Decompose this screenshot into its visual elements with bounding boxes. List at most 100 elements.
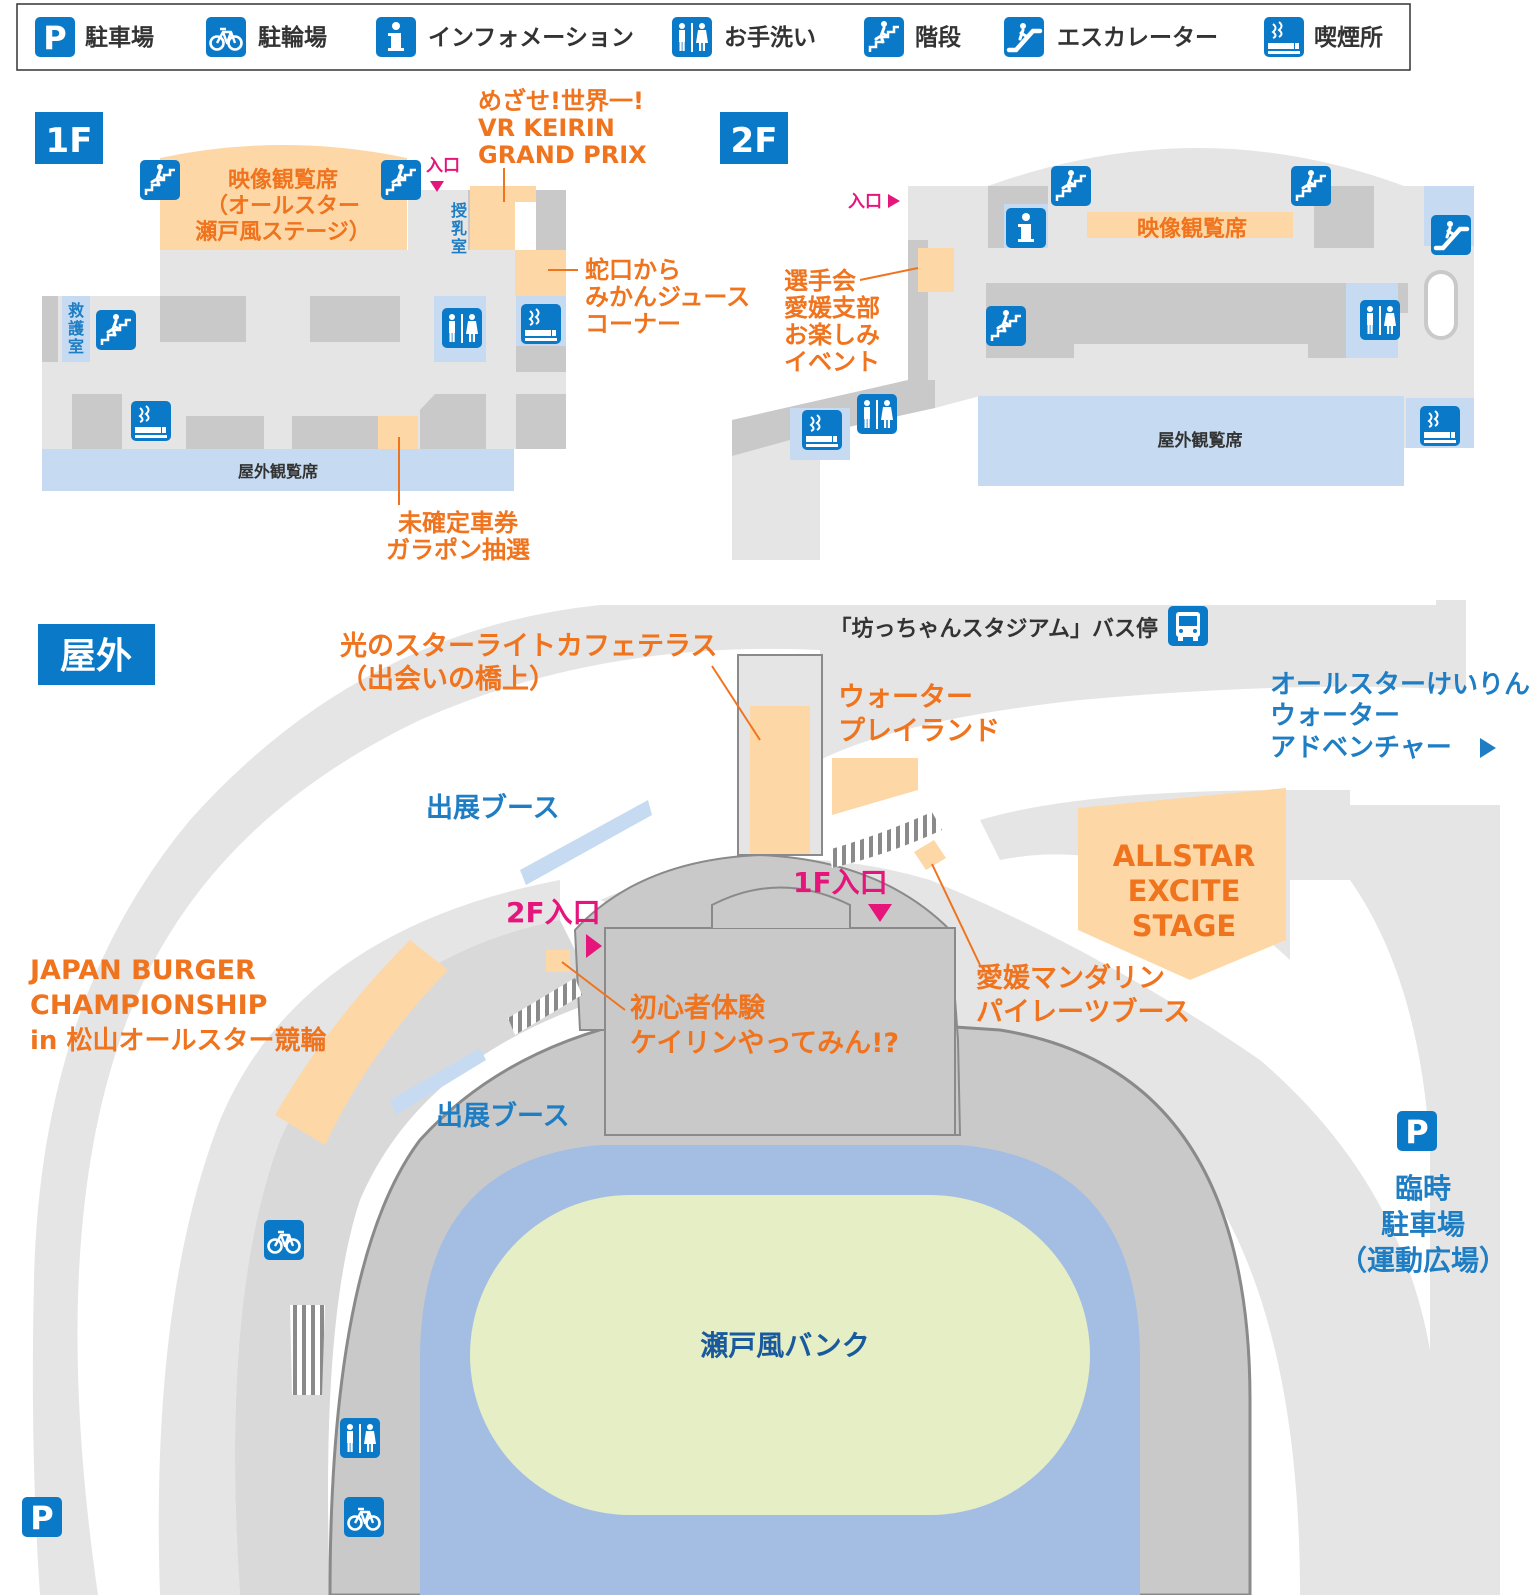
smoking-icon: [1419, 405, 1461, 447]
parking-icon: [1397, 1111, 1437, 1151]
smoking-icon: [801, 409, 843, 451]
escalator-icon: [1004, 17, 1044, 57]
stairs-icon: [984, 304, 1028, 348]
allstar-stage-line3: STAGE: [1132, 909, 1236, 943]
first-aid-char2: 護: [68, 319, 85, 338]
booth-south-label: 出展ブース: [436, 1100, 570, 1132]
bicycle-icon: [204, 15, 248, 59]
stairs-icon: [94, 308, 138, 352]
first-aid-char1: 救: [68, 301, 84, 320]
viewing-seats-2f-label: 映像観覧席: [1137, 216, 1247, 242]
escalator-icon: [1431, 215, 1471, 255]
burger-line2: CHAMPIONSHIP: [30, 990, 267, 1021]
first-aid-char3: 室: [68, 337, 84, 356]
legend-parking: 駐車場: [35, 17, 154, 57]
nursing-room-char2: 乳: [451, 219, 467, 238]
floor-2f-tag: 2F: [731, 121, 778, 161]
cafe-terrace-line1: 光のスターライトカフェテラス: [339, 631, 717, 662]
vr-event-line1: めざせ!世界一!: [478, 87, 644, 115]
burger-line1: JAPAN BURGER: [28, 955, 256, 986]
bus-icon: [1168, 606, 1208, 646]
burger-area: [275, 940, 448, 1145]
restroom-icon: [1360, 300, 1400, 340]
water-playland-area: [832, 758, 918, 815]
mandarin-booth-line1: 愛媛マンダリン: [976, 962, 1165, 994]
lottery-line1: 未確定車券: [398, 509, 519, 537]
bank-label: 瀬戸風バンク: [700, 1329, 869, 1362]
bicycle-icon: [342, 1495, 386, 1539]
legend-smoking: 喫煙所: [1263, 16, 1383, 58]
water-adventure-line1: オールスターけいりん: [1270, 670, 1530, 700]
restroom-icon: [442, 308, 482, 348]
outdoor-seats-2f: [978, 396, 1404, 486]
smoking-icon: [130, 400, 172, 442]
viewing-seats-1f-line1: 映像観覧席: [228, 167, 338, 193]
smoking-icon: [1263, 16, 1305, 58]
floor-1f-tag: 1F: [46, 121, 93, 161]
legend-label: お手洗い: [724, 25, 816, 51]
restroom-icon: [857, 394, 897, 434]
temp-parking-line3: （運動広場）: [1339, 1244, 1507, 1277]
cafe-terrace-line2: （出会いの橋上）: [340, 664, 556, 695]
cafe-terrace-area: [750, 706, 810, 854]
water-adventure-line3: アドベンチャー: [1270, 733, 1452, 763]
allstar-stage-line1: ALLSTAR: [1113, 839, 1256, 873]
beginner-line2: ケイリンやってみん!?: [630, 1028, 899, 1059]
juice-corner-line2: みかんジュース: [585, 283, 750, 311]
outdoor-seats-2f-label: 屋外観覧席: [1158, 430, 1243, 451]
floor-1f-tag-bg: [35, 112, 103, 164]
floor-2f-map: 2F 屋外観覧席 映像観覧席 入口 選手会 愛媛支部 お楽しみ イベント: [720, 112, 1474, 560]
booth-north-label: 出展ブース: [426, 792, 560, 824]
legend-label: インフォメーション: [428, 25, 634, 51]
legend-label: 駐輪場: [258, 24, 327, 51]
temp-parking-line1: 臨時: [1395, 1172, 1451, 1205]
booth-north-area: [520, 800, 652, 885]
vr-event-line3: GRAND PRIX: [478, 141, 647, 169]
restroom-icon: [672, 17, 712, 57]
smoking-icon: [520, 303, 562, 345]
viewing-seats-2f: [1087, 212, 1293, 238]
entrance-2f-label: 入口: [848, 192, 882, 212]
outdoor-seats-1f-label: 屋外観覧席: [238, 462, 318, 481]
entrance-2f-outdoor-arrow: [586, 934, 602, 958]
water-playland-line1: ウォーター: [838, 682, 973, 713]
viewing-seats-1f: [160, 145, 407, 250]
stairs-icon: [1289, 164, 1333, 208]
legend-bicycle: 駐輪場: [204, 15, 327, 59]
floor-2f-tag-bg: [720, 112, 788, 164]
legend-label: 喫煙所: [1314, 25, 1383, 51]
entrance-2f-arrow: [888, 194, 900, 208]
information-icon: [1006, 208, 1046, 248]
bank-field: [470, 1195, 1090, 1515]
entrance-1f-outdoor-label: 1F入口: [793, 866, 888, 899]
legend-stairs: 階段: [862, 15, 961, 59]
entrance-1f-arrow: [430, 181, 444, 192]
parking-icon: [22, 1497, 62, 1537]
player-event-line1: 選手会: [784, 267, 856, 295]
water-adventure-arrow: [1480, 738, 1496, 758]
bus-stop-label: 「坊っちゃんスタジアム」バス停: [830, 616, 1158, 642]
allstar-stage-area: [1078, 788, 1286, 980]
water-adventure-line2: ウォーター: [1270, 701, 1400, 731]
entrance-1f-label: 入口: [426, 156, 460, 176]
mandarin-booth-line2: パイレーツブース: [976, 996, 1190, 1028]
stairs-icon: [379, 158, 423, 202]
juice-corner-line1: 蛇口から: [585, 256, 681, 284]
outdoor-tag: 屋外: [60, 636, 132, 677]
nursing-room-char3: 室: [451, 237, 467, 256]
player-event-line3: お楽しみ: [784, 321, 880, 349]
stairs-icon: [862, 15, 906, 59]
viewing-seats-1f-line2: （オールスター: [206, 194, 360, 219]
temp-parking-line2: 駐車場: [1381, 1208, 1465, 1241]
burger-line3: in 松山オールスター競輪: [30, 1025, 327, 1056]
stairs-icon: [1049, 164, 1093, 208]
beginner-line1: 初心者体験: [630, 993, 766, 1024]
legend-restroom: お手洗い: [672, 17, 816, 57]
booth-south-area: [390, 1048, 486, 1115]
lottery-line2: ガラポン抽選: [386, 536, 530, 564]
vr-event-line2: VR KEIRIN: [478, 114, 615, 142]
legend: 駐車場 駐輪場 インフォメーション お手洗い 階段 エスカレーター 喫煙所: [16, 3, 1411, 71]
legend-label: 階段: [915, 24, 961, 51]
viewing-seats-1f-line3: 瀬戸風ステージ）: [195, 220, 371, 245]
